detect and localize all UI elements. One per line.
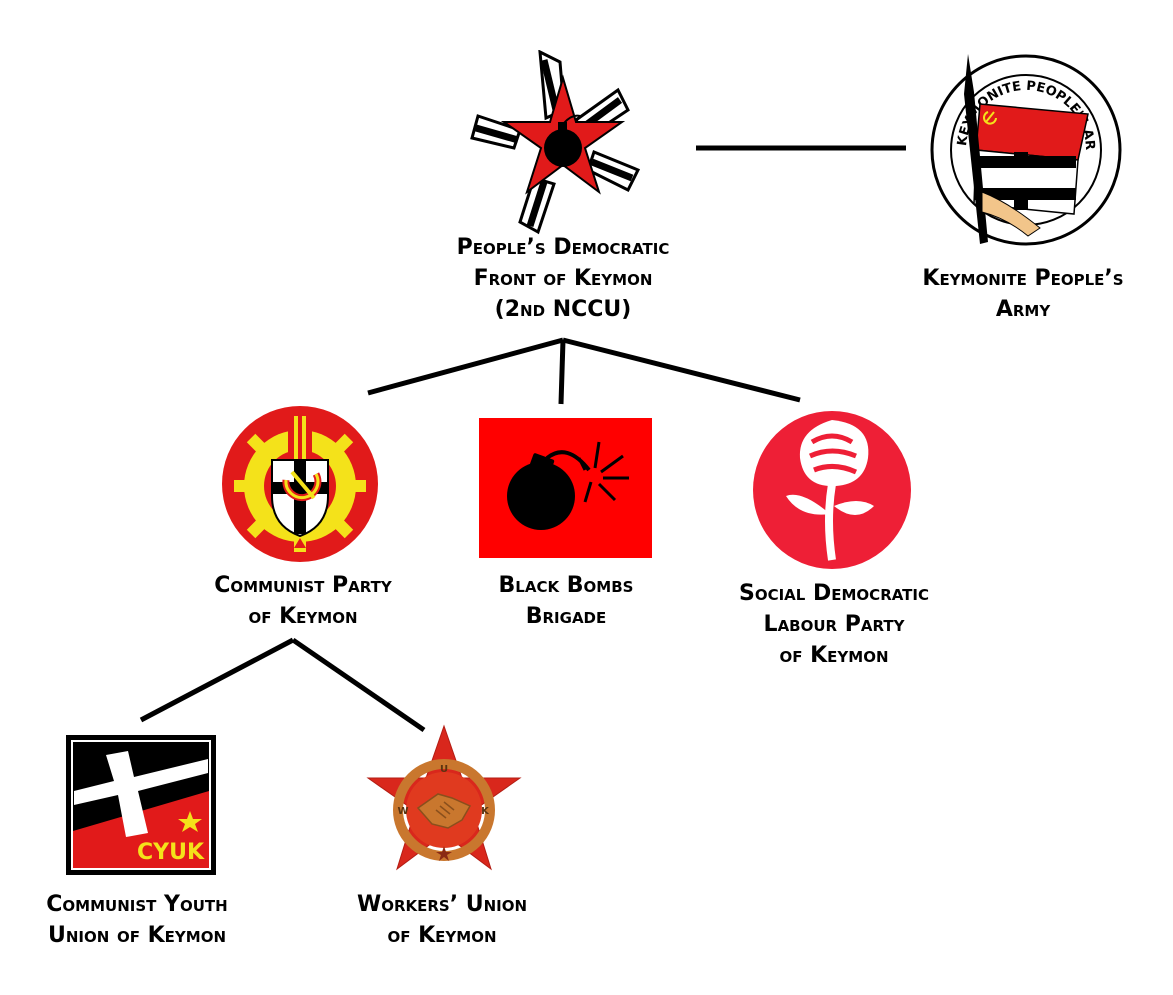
bomb-flag-icon	[479, 418, 652, 558]
pdfk-label: People’s Democratic Front of Keymon (2nd…	[456, 235, 670, 322]
rose-icon	[753, 411, 911, 569]
connector-pdfk-sdlp	[562, 337, 801, 403]
wuk-label: Workers’ Union of Keymon	[356, 892, 528, 948]
cyuk-label: Communist Youth Union of Keymon	[46, 892, 228, 948]
connector-cpk-cyuk	[139, 637, 295, 723]
connector-pdfk-bbb	[558, 339, 566, 405]
cyuk-emblem-text: CYUK	[137, 840, 204, 865]
sdlp-label: Social Democratic Labour Party of Keymon	[738, 581, 930, 668]
wuk-letter-u: U	[440, 764, 448, 775]
cross-star-flag-icon: CYUK	[66, 735, 216, 875]
kpa-label: Keymonite People’s Army	[922, 266, 1124, 322]
wuk-letter-w: W	[397, 806, 408, 817]
connector-cpk-wuk	[291, 637, 426, 733]
star-handshake-icon: U W K	[366, 724, 522, 871]
cpk-label: Communist Party of Keymon	[214, 573, 392, 629]
connector-pdfk-cpk	[367, 337, 564, 396]
star-flags-bomb-icon	[470, 50, 641, 235]
rifle-flag-seal-icon: KEYMONITE PEOPLE'S ARMY	[928, 52, 1122, 246]
bbb-label: Black Bombs Brigade	[498, 573, 634, 629]
gear-hammer-sickle-icon	[222, 406, 378, 562]
wuk-letter-k: K	[481, 806, 490, 817]
